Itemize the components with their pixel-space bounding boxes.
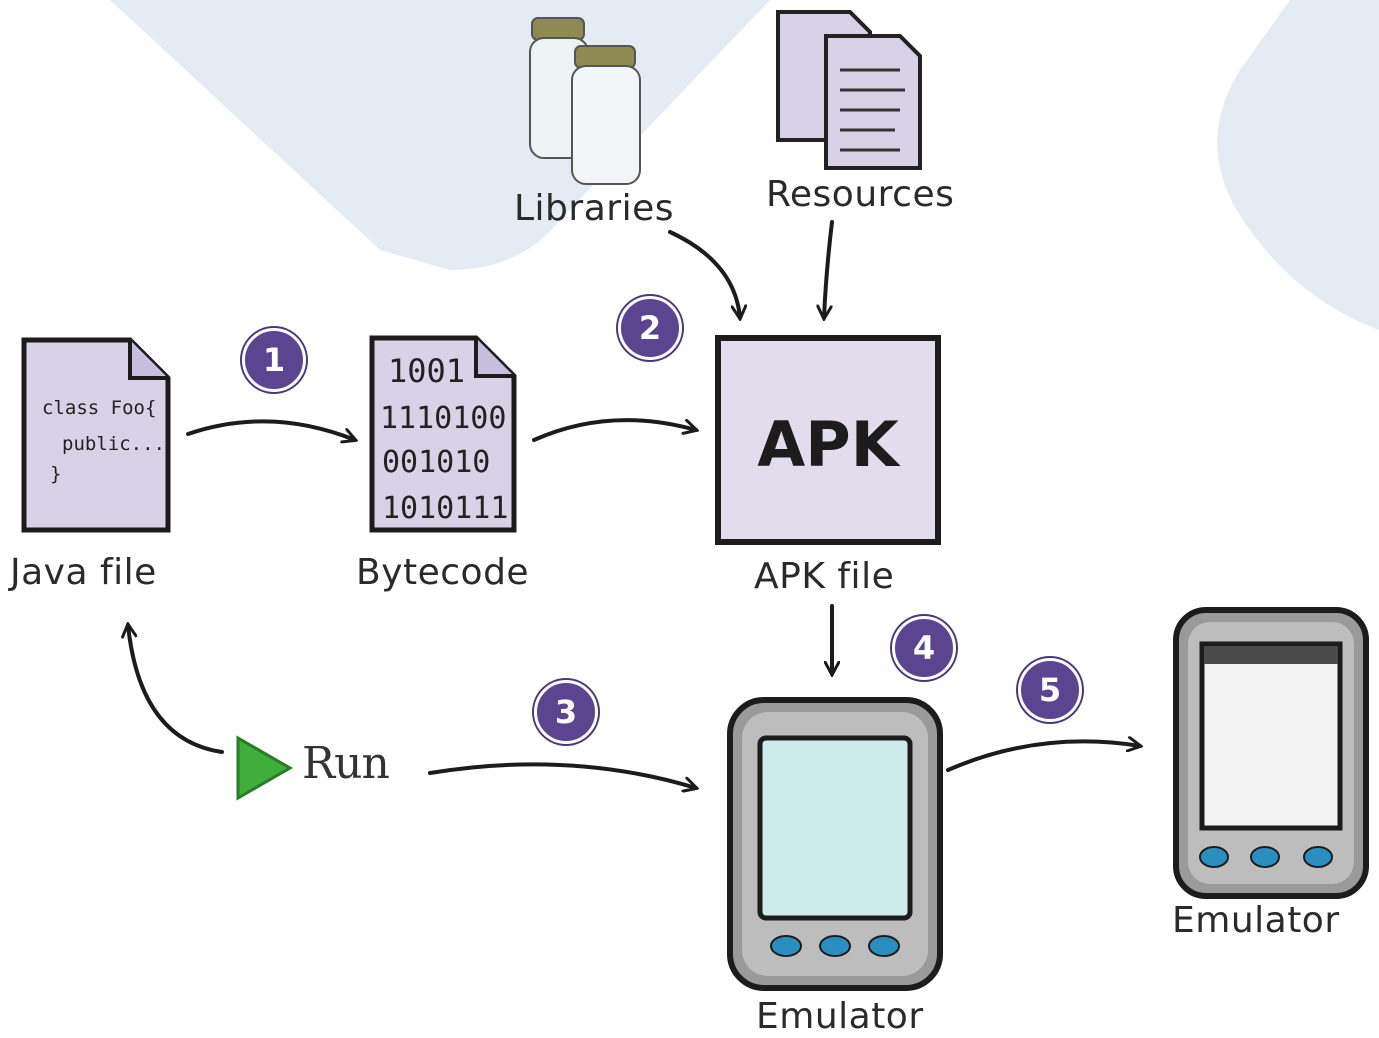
java-code-line: class Foo{ — [42, 397, 156, 419]
resources-label: Resources — [766, 174, 955, 215]
step-badge-1: 1 — [242, 328, 306, 392]
apk-file-label: APK file — [754, 556, 895, 597]
device-icon — [1173, 607, 1369, 899]
arrow-libraries-to-apk — [668, 230, 740, 318]
arrow-java-to-bytecode — [186, 419, 355, 440]
arrow-resources-to-apk — [824, 220, 834, 318]
device-icon — [727, 697, 943, 991]
bytecode-label: Bytecode — [356, 552, 530, 593]
arrow-run-to-java — [128, 625, 224, 754]
emulator-label: Emulator — [756, 996, 924, 1037]
bytecode-icon: 1001 1110100 001010 1010111 — [369, 335, 517, 533]
java-file-label: Java file — [10, 552, 157, 593]
jar-icon — [529, 17, 641, 185]
step-badge-2: 2 — [618, 296, 682, 360]
background-shape-right — [1217, 0, 1379, 330]
arrow-emulator-to-emulator — [946, 741, 1140, 772]
bytecode-line: 001010 — [382, 445, 490, 480]
apk-box-label: APK — [757, 408, 900, 481]
run-label: Run — [302, 738, 390, 789]
bytecode-line: 1110100 — [380, 401, 506, 436]
java-code-line: public... — [62, 433, 165, 455]
background-shape-left — [110, 0, 770, 270]
emulator-label: Emulator — [1172, 900, 1340, 941]
apk-box: APK — [715, 335, 941, 545]
libraries-label: Libraries — [514, 188, 674, 229]
arrow-bytecode-to-apk — [532, 418, 696, 442]
step-badge-4: 4 — [892, 616, 956, 680]
arrow-run-to-emulator — [428, 762, 696, 788]
bytecode-line: 1001 — [388, 352, 465, 390]
step-badge-5: 5 — [1018, 658, 1082, 722]
documents-icon — [776, 10, 922, 170]
java-file-icon: class Foo{ public... } — [21, 337, 171, 533]
java-code-line: } — [50, 463, 61, 485]
play-icon — [236, 735, 294, 801]
bytecode-line: 1010111 — [382, 491, 508, 526]
step-badge-3: 3 — [534, 680, 598, 744]
